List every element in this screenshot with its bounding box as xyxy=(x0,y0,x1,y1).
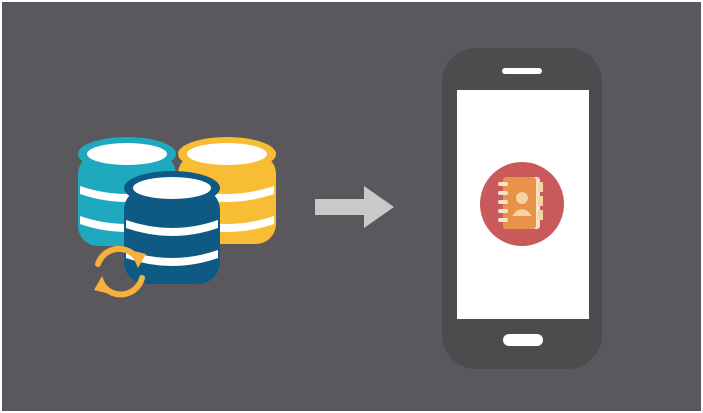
contact-person-body xyxy=(512,209,532,216)
contacts-book-icon xyxy=(480,162,564,246)
sync-icon xyxy=(94,245,146,298)
phone-home-button xyxy=(503,334,543,346)
contact-person-head xyxy=(516,192,528,204)
phone-speaker xyxy=(502,68,542,74)
database-icon-navy xyxy=(124,171,220,284)
arrow-right-icon xyxy=(315,186,394,228)
